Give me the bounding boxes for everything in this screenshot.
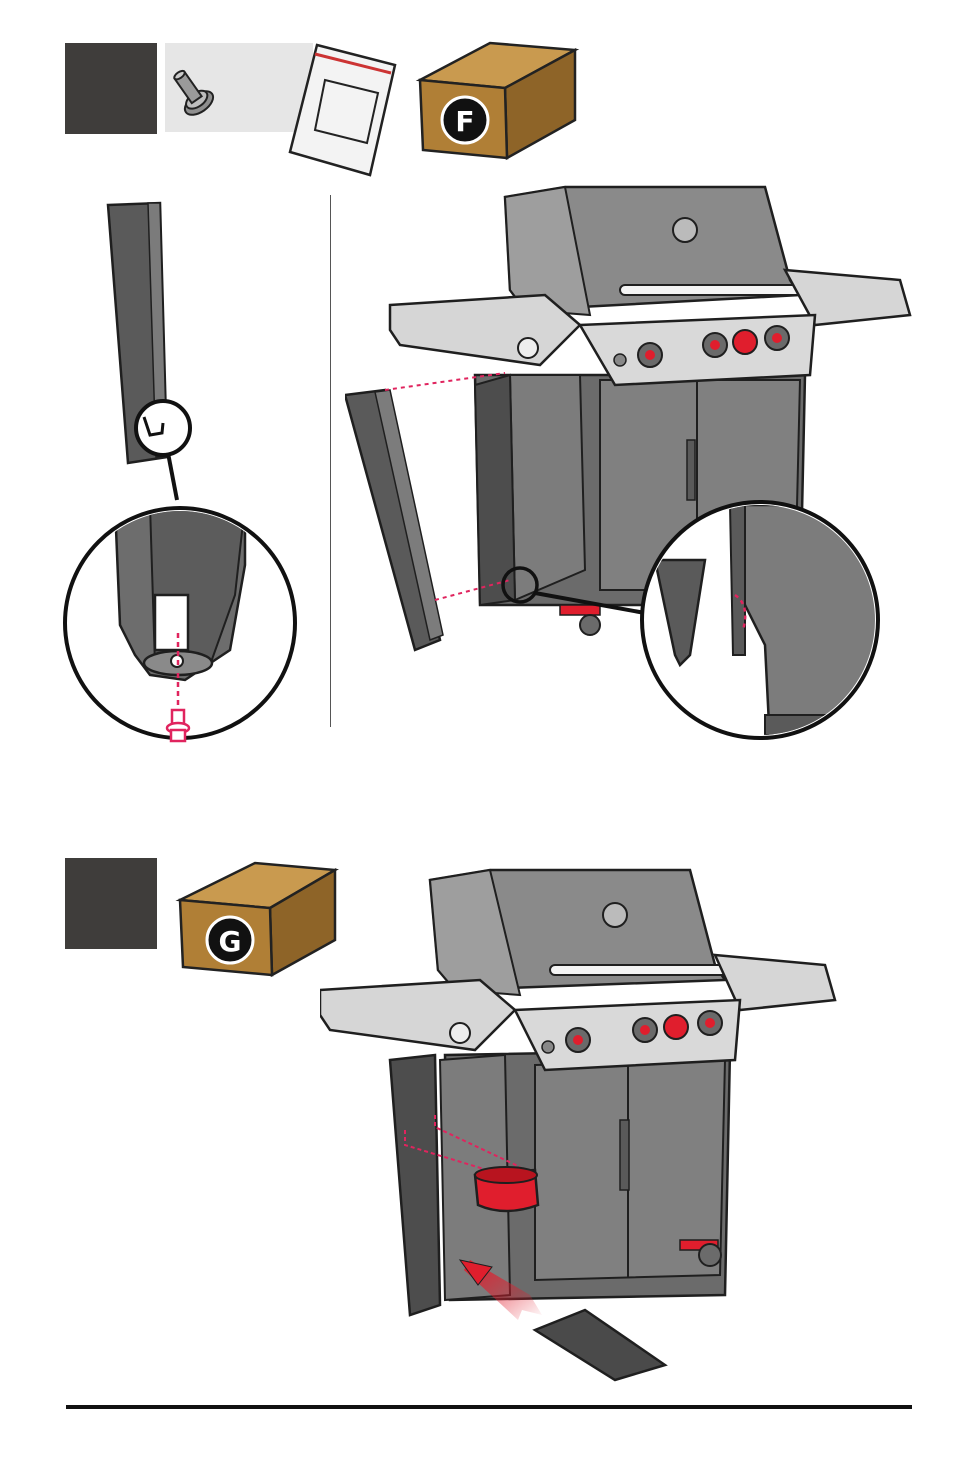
box-letter-f: F (455, 105, 474, 138)
grease-cup (473, 1166, 540, 1213)
leg-panel-detail (63, 201, 297, 743)
plastic-bag-icon (288, 43, 397, 177)
step-number-box (65, 858, 157, 949)
footer-rule (66, 1405, 912, 1409)
divider-line (330, 195, 331, 727)
screw-placement-icon (165, 708, 191, 743)
screw-bolt-icon (173, 69, 215, 116)
box-letter-badge (205, 915, 255, 965)
step-number-box (65, 43, 157, 134)
grill-illustration-step2 (320, 868, 837, 1382)
parts-box-g: G (175, 861, 340, 978)
hardware-panel (165, 43, 313, 132)
box-letter-g: G (219, 925, 242, 958)
grill-illustration-step1 (345, 185, 912, 740)
parts-box-f: F (415, 41, 580, 161)
box-letter-badge (440, 95, 490, 145)
grease-tray (532, 1308, 668, 1382)
